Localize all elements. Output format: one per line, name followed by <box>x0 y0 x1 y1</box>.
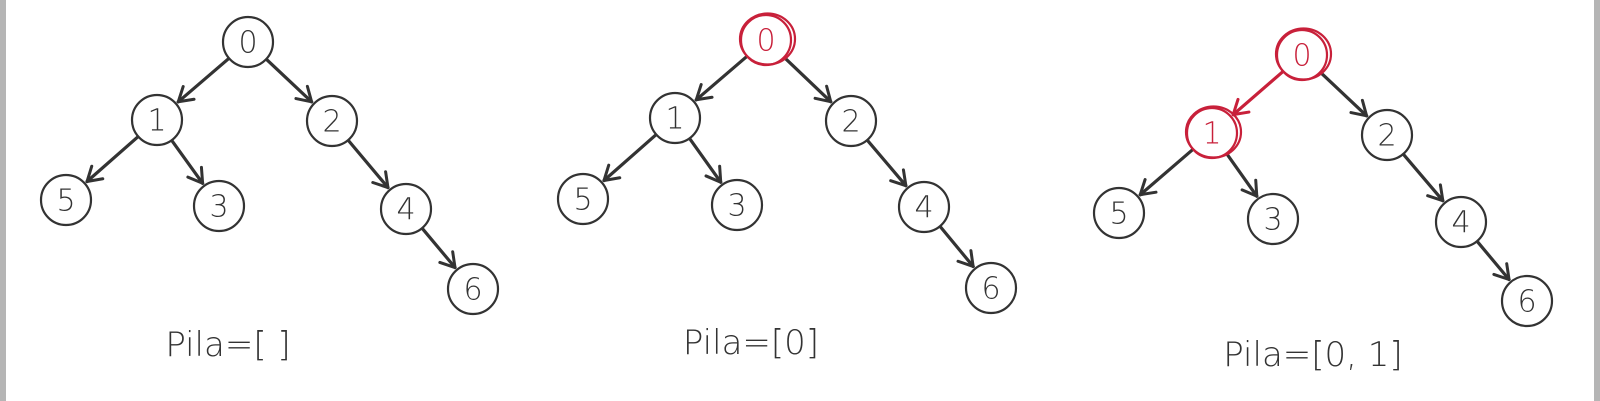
node-label: 4 <box>914 191 933 226</box>
node-label: 5 <box>573 183 592 218</box>
node-1: 1 <box>648 91 702 145</box>
node-label: 3 <box>1263 203 1282 238</box>
node-3: 3 <box>192 179 246 233</box>
node-3: 3 <box>1246 192 1300 246</box>
stack-caption: Pila=[0, 1] <box>1223 335 1402 375</box>
node-label: 2 <box>1377 119 1396 154</box>
node-6: 6 <box>446 262 500 316</box>
node-label: 4 <box>396 193 415 228</box>
node-5: 5 <box>1092 186 1146 240</box>
edge-n2-n4 <box>866 139 908 188</box>
node-label: 4 <box>1451 206 1470 241</box>
edge-n2-n4 <box>1402 153 1445 203</box>
edge-n0-n2 <box>1319 71 1369 118</box>
node-label: 6 <box>981 272 1000 307</box>
edge-n0-n2 <box>265 58 314 104</box>
node-5: 5 <box>556 172 610 226</box>
node-label: 0 <box>238 26 257 61</box>
node-label: 1 <box>1202 117 1221 152</box>
node-1: 1 <box>1184 105 1243 160</box>
node-5: 5 <box>39 173 93 227</box>
node-label: 1 <box>147 104 166 139</box>
node-label: 0 <box>756 24 775 59</box>
node-6: 6 <box>964 261 1018 315</box>
node-0: 0 <box>738 12 797 67</box>
node-label: 5 <box>1109 197 1128 232</box>
edge-n0-n1 <box>1231 70 1284 117</box>
node-label: 3 <box>727 189 746 224</box>
node-4: 4 <box>1434 195 1488 249</box>
node-1: 1 <box>130 93 184 147</box>
node-label: 2 <box>841 105 860 140</box>
node-0: 0 <box>221 15 275 69</box>
node-2: 2 <box>305 94 359 148</box>
node-label: 1 <box>665 102 684 137</box>
node-4: 4 <box>897 180 951 234</box>
stack-caption: Pila=[0] <box>683 323 819 363</box>
edge-n4-n6 <box>421 227 457 270</box>
edge-n1-n5 <box>602 133 658 183</box>
node-3: 3 <box>710 178 764 232</box>
edge-n1-n5 <box>1138 148 1194 197</box>
node-label: 5 <box>56 184 75 219</box>
edge-n0-n2 <box>783 56 833 104</box>
stack-caption: Pila=[ ] <box>165 325 290 365</box>
edge-n1-n3 <box>1225 152 1259 198</box>
edge-n4-n6 <box>938 225 975 269</box>
node-4: 4 <box>379 182 433 236</box>
node-2: 2 <box>1360 108 1414 162</box>
edge-n4-n6 <box>1476 240 1511 282</box>
node-label: 3 <box>209 190 228 225</box>
node-label: 6 <box>463 273 482 308</box>
edge-n0-n1 <box>694 55 748 102</box>
edge-n2-n4 <box>347 139 390 190</box>
node-6: 6 <box>1500 274 1554 328</box>
edge-n1-n5 <box>85 135 140 184</box>
node-0: 0 <box>1274 27 1333 82</box>
edge-n1-n3 <box>170 139 205 185</box>
edge-n0-n1 <box>176 57 230 104</box>
node-label: 6 <box>1517 285 1536 320</box>
node-label: 0 <box>1292 39 1311 74</box>
edge-n1-n3 <box>688 137 723 184</box>
node-label: 2 <box>322 105 341 140</box>
node-2: 2 <box>824 94 878 148</box>
